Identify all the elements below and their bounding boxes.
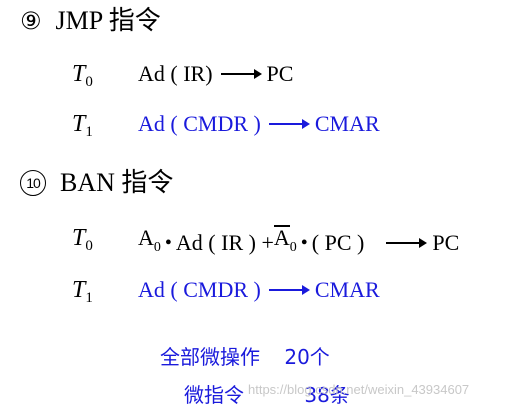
micro-instr-summary: 微指令 38条 <box>184 382 350 408</box>
right-arrow-icon <box>220 68 262 80</box>
a0-term: A0 <box>138 225 161 255</box>
watermark: https://blog.csdn.net/weixin_43934607 <box>248 382 470 397</box>
section-9-t0-dest: PC <box>266 61 294 86</box>
micro-ops-value: 20个 <box>284 345 330 369</box>
micro-instr-label: 微指令 <box>184 383 244 407</box>
section-10-t0-operation: A0 • Ad ( IR ) + A0 • ( PC ) PC <box>138 224 459 262</box>
section-10-t0-dest: PC <box>432 230 460 255</box>
section-10-t1-label: T1 <box>72 277 93 306</box>
section-9-t0-source: Ad ( IR) <box>138 61 213 86</box>
section-9-t0-operation: Ad ( IR) PC <box>138 60 293 88</box>
section-10-t0-label: T0 <box>72 225 93 254</box>
and-dot: • <box>164 232 172 254</box>
section-10-t1-operation: Ad ( CMDR ) CMAR <box>138 276 380 304</box>
micro-ops-summary: 全部微操作 20个 <box>160 344 330 370</box>
section-10-title: BAN 指令 <box>60 168 174 197</box>
section-10-t1-source: Ad ( CMDR ) <box>138 277 261 302</box>
and-dot: • <box>300 232 308 254</box>
section-10-t1-dest: CMAR <box>314 277 380 302</box>
ad-ir-term: Ad ( IR ) + <box>175 230 274 255</box>
micro-instr-value: 38条 <box>304 383 350 407</box>
circled-number-9: ⑨ <box>20 7 42 35</box>
section-9-heading: ⑨ JMP 指令 <box>20 6 161 36</box>
section-9-t1-dest: CMAR <box>314 111 380 136</box>
section-9-t1-operation: Ad ( CMDR ) CMAR <box>138 110 380 138</box>
pc-term: ( PC ) <box>311 230 365 255</box>
right-arrow-icon <box>386 237 428 249</box>
section-9-t0-label: T0 <box>72 61 93 90</box>
right-arrow-icon <box>268 284 310 296</box>
not-a0-term: A0 <box>273 225 297 255</box>
circled-number-10: 10 <box>20 170 46 196</box>
right-arrow-icon <box>268 118 310 130</box>
section-10-heading: 10 BAN 指令 <box>20 168 173 198</box>
section-9-title: JMP 指令 <box>55 6 161 35</box>
micro-ops-label: 全部微操作 <box>160 345 260 369</box>
section-9-t1-source: Ad ( CMDR ) <box>138 111 261 136</box>
section-9-t1-label: T1 <box>72 111 93 140</box>
